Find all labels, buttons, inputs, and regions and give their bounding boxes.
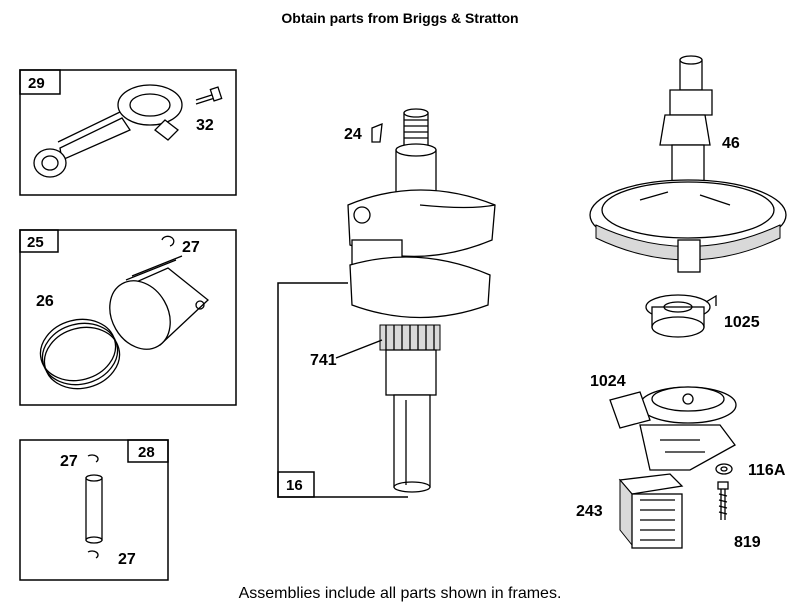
- pin-clip-top-drawing[interactable]: [87, 454, 99, 463]
- frame-25-label: 25: [27, 234, 44, 251]
- part-label-1025: 1025: [724, 314, 760, 331]
- part-label-27-pin-top: 27: [60, 453, 78, 470]
- frame-28-tab: [127, 439, 169, 463]
- part-label-24: 24: [344, 126, 362, 143]
- part-label-27-pin-bottom: 27: [118, 551, 136, 568]
- filter-drawing[interactable]: [618, 473, 684, 549]
- frame-25-border: [19, 229, 237, 406]
- governor-spool-drawing[interactable]: [645, 294, 717, 338]
- washer-drawing[interactable]: [715, 463, 733, 475]
- part-label-819: 819: [734, 534, 761, 551]
- part-label-116A: 116A: [748, 462, 786, 479]
- connecting-rod-drawing[interactable]: [33, 84, 183, 178]
- part-label-27-top: 27: [182, 239, 200, 256]
- frame-29-tab: [19, 69, 61, 95]
- frame-16-tab: [277, 471, 315, 498]
- frame-25: 25 27 26: [19, 229, 237, 406]
- crankshaft-drawing[interactable]: [347, 108, 496, 493]
- part-label-243: 243: [576, 503, 603, 520]
- retaining-clip-top-drawing[interactable]: [161, 235, 175, 247]
- frame-28-border: [19, 439, 169, 581]
- part-label-46: 46: [722, 135, 740, 152]
- frame-25-tab: [19, 229, 59, 253]
- part-label-741: 741: [310, 352, 337, 369]
- part-label-32: 32: [196, 117, 214, 134]
- frame-29-border: [19, 69, 237, 196]
- pin-clip-bottom-drawing[interactable]: [87, 550, 99, 559]
- crankshaft-key-drawing[interactable]: [371, 122, 383, 143]
- frame-29-label: 29: [28, 75, 45, 92]
- piston-rings-drawing[interactable]: [34, 311, 127, 397]
- frame-16: 16: [277, 282, 408, 498]
- page-title: Obtain parts from Briggs & Stratton: [281, 10, 519, 26]
- frame-28: 28 27 27: [19, 439, 169, 581]
- wrist-pin-drawing[interactable]: [85, 474, 103, 544]
- leader-741: [335, 339, 383, 359]
- rod-bolt-drawing[interactable]: [195, 86, 223, 105]
- footer-note: Assemblies include all parts shown in fr…: [238, 585, 562, 602]
- governor-gear-assembly-drawing[interactable]: [609, 386, 737, 471]
- piston-drawing[interactable]: [98, 255, 209, 360]
- frame-16-border: [277, 282, 408, 498]
- frame-29: 29 32: [19, 69, 237, 196]
- part-label-26: 26: [36, 293, 54, 310]
- frame-28-label: 28: [138, 444, 155, 461]
- part-label-1024: 1024: [590, 373, 626, 390]
- frame-16-label: 16: [286, 477, 303, 494]
- screw-drawing[interactable]: [717, 481, 729, 520]
- camshaft-drawing[interactable]: [589, 55, 787, 273]
